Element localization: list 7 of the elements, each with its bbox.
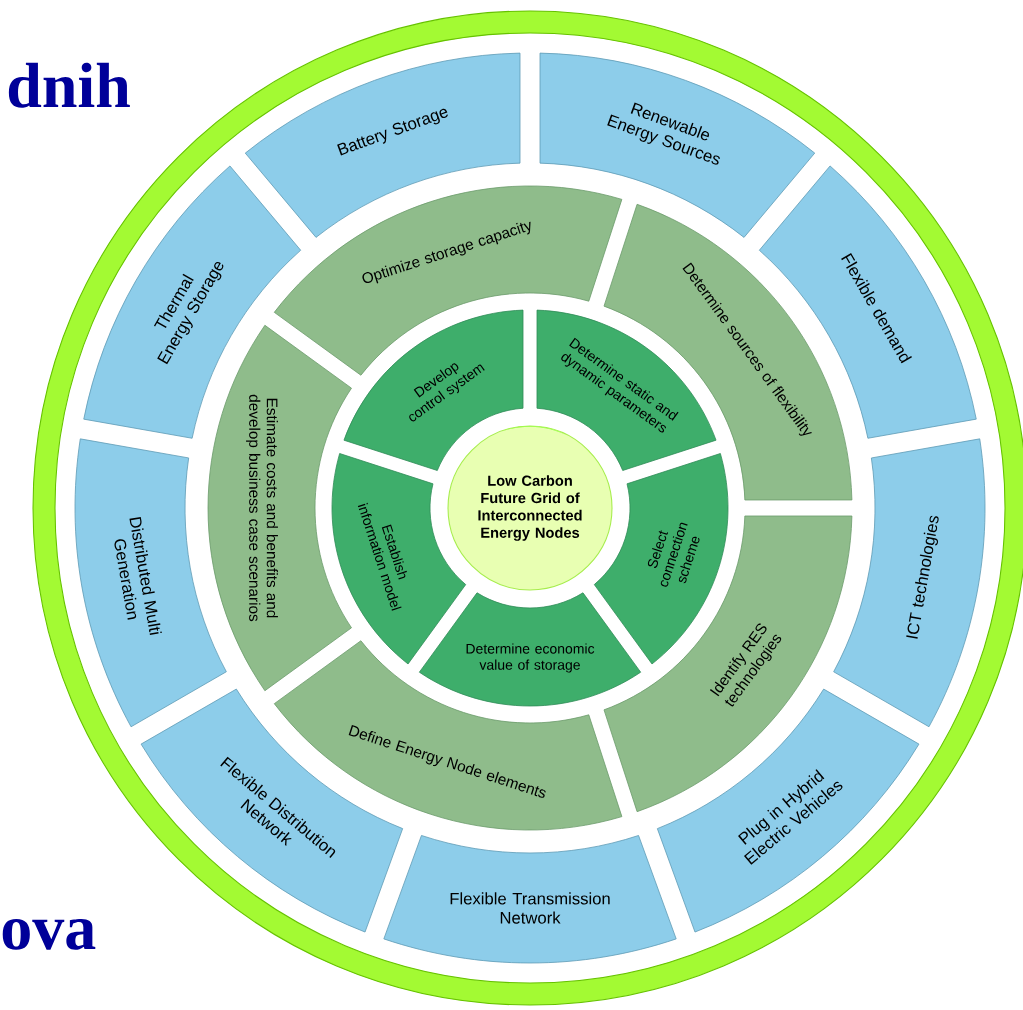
heading-fragment: dnih <box>8 62 130 108</box>
ring-segment: ICT technologies <box>833 438 986 728</box>
ring-segment: Flexible Transmission Network <box>383 835 677 964</box>
ring-segment: Estimate costs and benefits and develop business case scenarios <box>207 324 352 692</box>
ring-segment: Determine economic value of storage <box>418 592 642 707</box>
ring-segment: Distributed Multi Generation <box>74 438 227 728</box>
heading-fragment: ova <box>2 918 96 950</box>
